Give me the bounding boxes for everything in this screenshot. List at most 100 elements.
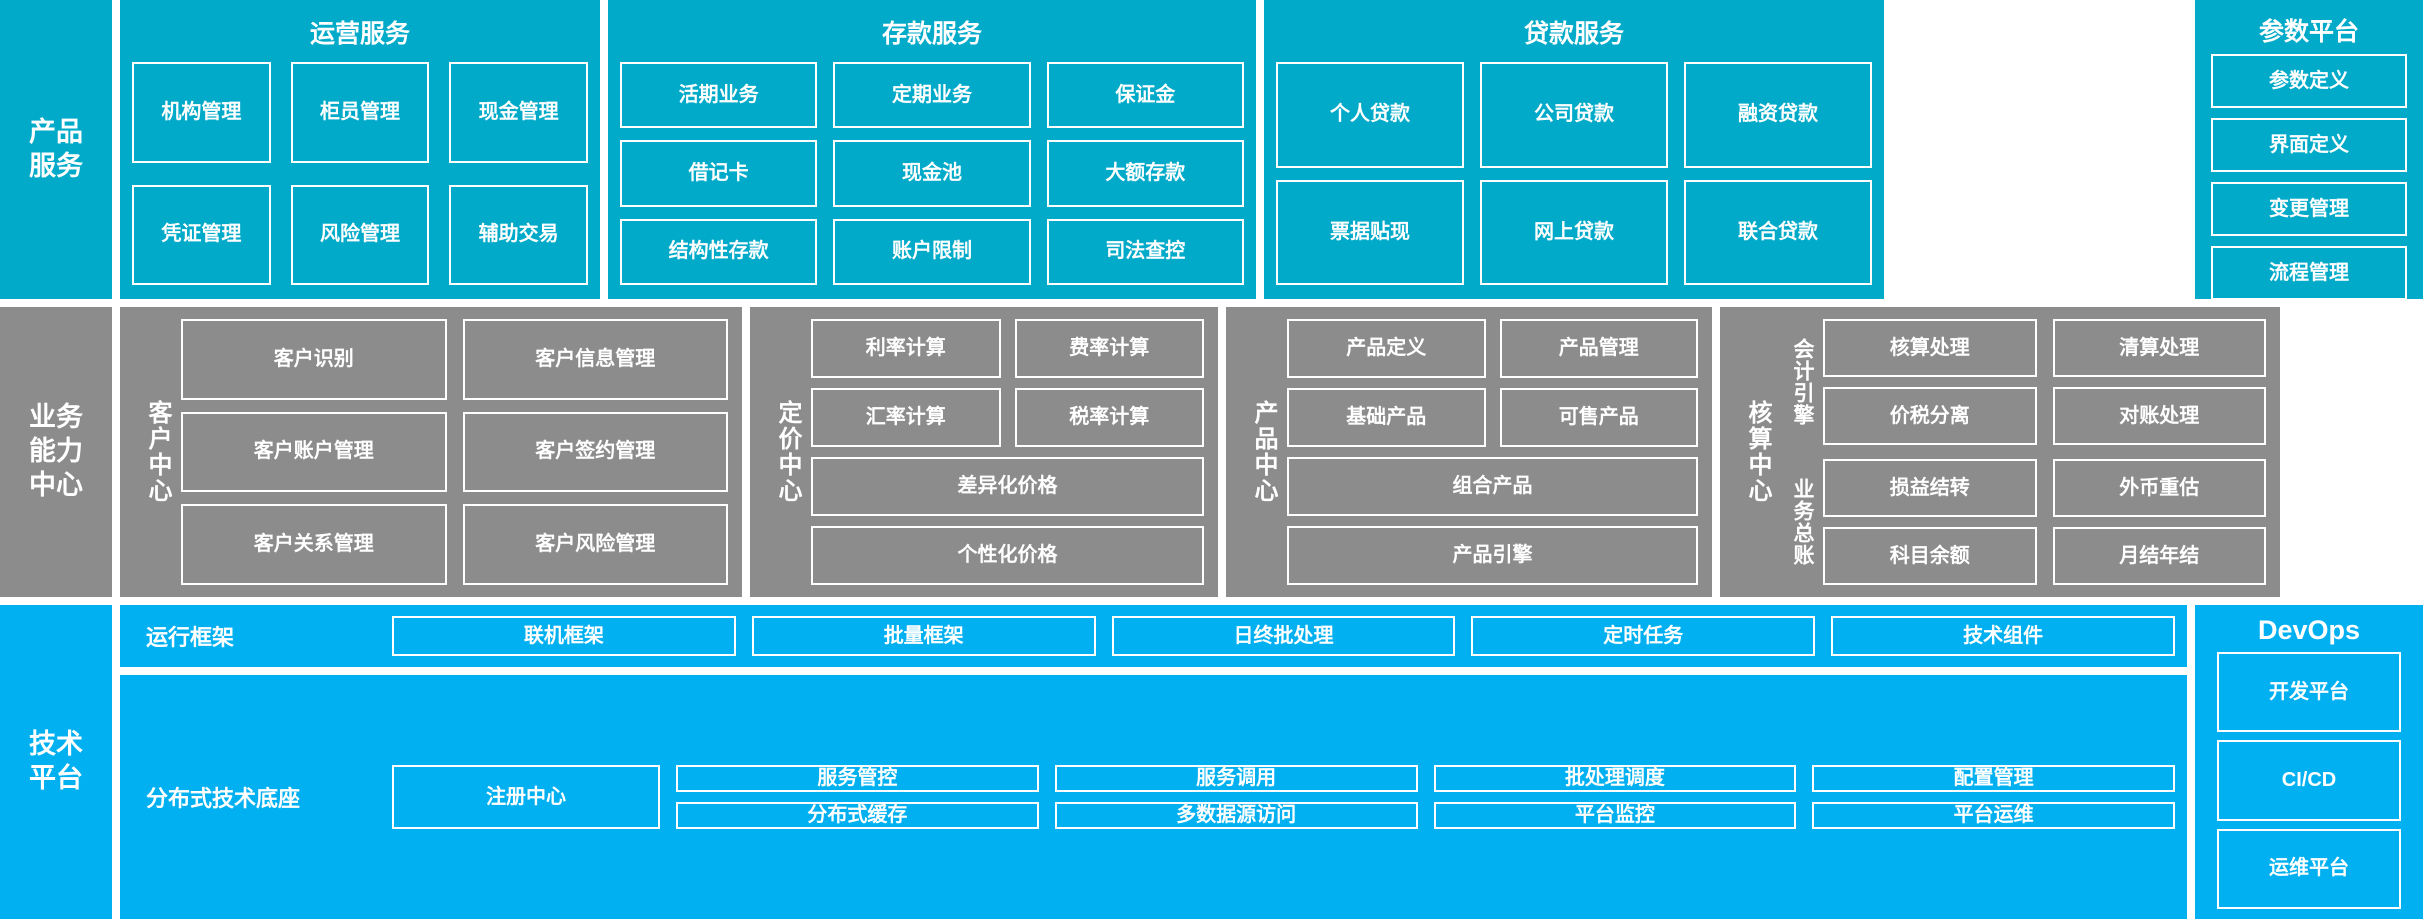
tech-tile[interactable]: 批量框架 [751, 616, 1096, 656]
center-tile[interactable]: 对账处理 [2052, 387, 2266, 445]
service-tile[interactable]: 网上贷款 [1480, 179, 1668, 285]
group-title-deposit: 存款服务 [881, 20, 982, 48]
layer-label-business-capability: 业务能力中心 [0, 307, 112, 597]
service-tile[interactable]: 风险管理 [290, 184, 430, 285]
tech-tile[interactable]: 配置管理 [1812, 765, 2175, 792]
service-tile[interactable]: 融资贷款 [1684, 62, 1872, 168]
center-tile[interactable]: 客户关系管理 [181, 504, 447, 585]
center-pricing: 定价中心 利率计算 费率计算 汇率计算 税率计算 差异化价格 个性化价格 [750, 307, 1218, 597]
center-accounting: 核算中心 会计引擎 核算处理 清算处理 价税分离 对账处理 业务总账 损益结转 [1720, 307, 2280, 597]
service-tile[interactable]: 柜员管理 [290, 62, 430, 163]
center-tile[interactable]: 清算处理 [2052, 319, 2266, 377]
tech-tile[interactable]: 批处理调度 [1433, 765, 1797, 792]
center-tile[interactable]: 客户信息管理 [462, 319, 728, 400]
tech-tile[interactable]: 服务调用 [1054, 765, 1418, 792]
tech-tile[interactable]: 分布式缓存 [676, 802, 1039, 829]
devops-items: 开发平台 CI/CD 运维平台 [2217, 652, 2401, 909]
devops-tile[interactable]: 开发平台 [2217, 652, 2401, 733]
distributed-base-body: 注册中心 服务管控 服务调用 批处理调度 配置管理 分布式缓存 多数据源访问 平… [392, 765, 2175, 829]
tech-tile-registry-center[interactable]: 注册中心 [392, 765, 660, 829]
service-tile[interactable]: 大额存款 [1046, 140, 1244, 207]
center-label-product: 产品中心 [1250, 400, 1277, 504]
center-tile[interactable]: 价税分离 [1823, 387, 2037, 445]
center-tile[interactable]: 个性化价格 [811, 526, 1204, 585]
service-tile[interactable]: 活期业务 [620, 62, 818, 129]
layer-label-technology-platform: 技术平台 [0, 605, 112, 919]
product-service-groups: 运营服务 机构管理 柜员管理 现金管理 凭证管理 风险管理 辅助交易 存款服务 … [120, 0, 2187, 299]
center-tile[interactable]: 组合产品 [1287, 457, 1698, 516]
customer-items: 客户识别 客户信息管理 客户账户管理 客户签约管理 客户关系管理 客户风险管理 [181, 319, 728, 585]
parameter-platform-items: 参数定义 界面定义 变更管理 流程管理 参数发布 参数对比 [2211, 54, 2407, 428]
center-tile[interactable]: 费率计算 [1014, 319, 1204, 378]
tech-tile[interactable]: 服务管控 [676, 765, 1039, 792]
center-tile[interactable]: 汇率计算 [811, 388, 1001, 447]
devops-tile[interactable]: 运维平台 [2217, 828, 2401, 909]
service-group-operations: 运营服务 机构管理 柜员管理 现金管理 凭证管理 风险管理 辅助交易 [120, 0, 600, 299]
service-tile[interactable]: 司法查控 [1046, 218, 1244, 285]
subgroup-label-general-ledger: 业务总账 [1791, 478, 1814, 566]
tech-tile[interactable]: 联机框架 [392, 616, 736, 656]
devops-panel: DevOps 开发平台 CI/CD 运维平台 [2195, 605, 2423, 919]
service-tile[interactable]: 机构管理 [132, 62, 271, 163]
service-tile[interactable]: 辅助交易 [449, 184, 588, 285]
tech-tile[interactable]: 平台运维 [1812, 802, 2175, 829]
parameter-tile[interactable]: 流程管理 [2211, 246, 2407, 300]
operations-items: 机构管理 柜员管理 现金管理 凭证管理 风险管理 辅助交易 [132, 62, 588, 285]
tech-tile[interactable]: 平台监控 [1433, 802, 1797, 829]
center-tile[interactable]: 产品引擎 [1287, 526, 1698, 585]
service-tile[interactable]: 保证金 [1046, 62, 1244, 129]
layer-label-product-service: 产品服务 [0, 0, 112, 299]
center-tile[interactable]: 客户账户管理 [181, 411, 447, 493]
center-tile[interactable]: 差异化价格 [811, 457, 1204, 516]
service-tile[interactable]: 公司贷款 [1480, 62, 1668, 168]
accounting-subgroup-engine: 会计引擎 核算处理 清算处理 价税分离 对账处理 [1781, 319, 2266, 445]
parameter-tile[interactable]: 参数定义 [2211, 54, 2407, 108]
distributed-base-band: 分布式技术底座 注册中心 服务管控 服务调用 批处理调度 配置管理 分布式缓存 … [120, 675, 2187, 919]
deposit-items: 活期业务 定期业务 保证金 借记卡 现金池 大额存款 结构性存款 账户限制 司法… [620, 62, 1244, 285]
center-tile[interactable]: 税率计算 [1014, 388, 1204, 447]
runtime-framework-items: 联机框架 批量框架 日终批处理 定时任务 技术组件 [392, 616, 2175, 656]
tech-tile[interactable]: 定时任务 [1471, 616, 1816, 656]
registry-center-wrap: 注册中心 [392, 765, 660, 829]
devops-tile[interactable]: CI/CD [2217, 740, 2401, 821]
center-tile[interactable]: 客户签约管理 [462, 411, 728, 493]
center-tile[interactable]: 可售产品 [1499, 388, 1698, 447]
product-service-layer: 产品服务 运营服务 机构管理 柜员管理 现金管理 凭证管理 风险管理 辅助交易 … [0, 0, 2423, 428]
center-tile[interactable]: 外币重估 [2052, 459, 2266, 517]
service-tile[interactable]: 现金池 [833, 140, 1031, 207]
service-tile[interactable]: 结构性存款 [620, 218, 818, 285]
center-tile[interactable]: 客户识别 [181, 319, 447, 400]
parameter-tile[interactable]: 变更管理 [2211, 182, 2407, 236]
tech-tile[interactable]: 日终批处理 [1111, 616, 1456, 656]
center-tile[interactable]: 损益结转 [1823, 459, 2037, 517]
parameter-platform-title: 参数平台 [2258, 18, 2359, 46]
technology-bands: 运行框架 联机框架 批量框架 日终批处理 定时任务 技术组件 分布式技术底座 注… [120, 605, 2187, 919]
center-tile[interactable]: 核算处理 [1823, 319, 2037, 377]
parameter-platform: 参数平台 参数定义 界面定义 变更管理 流程管理 参数发布 参数对比 [2195, 0, 2423, 428]
center-customer: 客户中心 客户识别 客户信息管理 客户账户管理 客户签约管理 客户关系管理 客户… [120, 307, 742, 597]
service-tile[interactable]: 个人贷款 [1276, 62, 1464, 168]
parameter-tile[interactable]: 界面定义 [2211, 118, 2407, 172]
service-tile[interactable]: 定期业务 [833, 62, 1031, 129]
center-tile[interactable]: 月结年结 [2052, 527, 2266, 585]
service-group-deposit: 存款服务 活期业务 定期业务 保证金 借记卡 现金池 大额存款 结构性存款 账户… [608, 0, 1256, 299]
pricing-items: 利率计算 费率计算 汇率计算 税率计算 差异化价格 个性化价格 [811, 319, 1204, 585]
tech-tile[interactable]: 技术组件 [1831, 616, 2175, 656]
group-title-operations: 运营服务 [309, 20, 410, 48]
center-label-accounting: 核算中心 [1744, 400, 1771, 504]
service-tile[interactable]: 凭证管理 [132, 184, 271, 285]
service-tile[interactable]: 借记卡 [620, 140, 818, 207]
service-tile[interactable]: 现金管理 [449, 62, 588, 163]
service-tile[interactable]: 账户限制 [833, 218, 1031, 285]
service-tile[interactable]: 联合贷款 [1684, 179, 1872, 285]
center-tile[interactable]: 客户风险管理 [462, 504, 728, 585]
service-tile[interactable]: 票据贴现 [1276, 179, 1464, 285]
center-tile[interactable]: 基础产品 [1287, 388, 1486, 447]
center-tile[interactable]: 利率计算 [811, 319, 1001, 378]
center-tile[interactable]: 产品定义 [1287, 319, 1486, 378]
accounting-subgroup-general-ledger: 业务总账 损益结转 外币重估 科目余额 月结年结 [1781, 459, 2266, 585]
tech-tile[interactable]: 多数据源访问 [1054, 802, 1418, 829]
center-tile[interactable]: 科目余额 [1823, 527, 2037, 585]
loan-items: 个人贷款 公司贷款 融资贷款 票据贴现 网上贷款 联合贷款 [1276, 62, 1872, 285]
center-tile[interactable]: 产品管理 [1499, 319, 1698, 378]
